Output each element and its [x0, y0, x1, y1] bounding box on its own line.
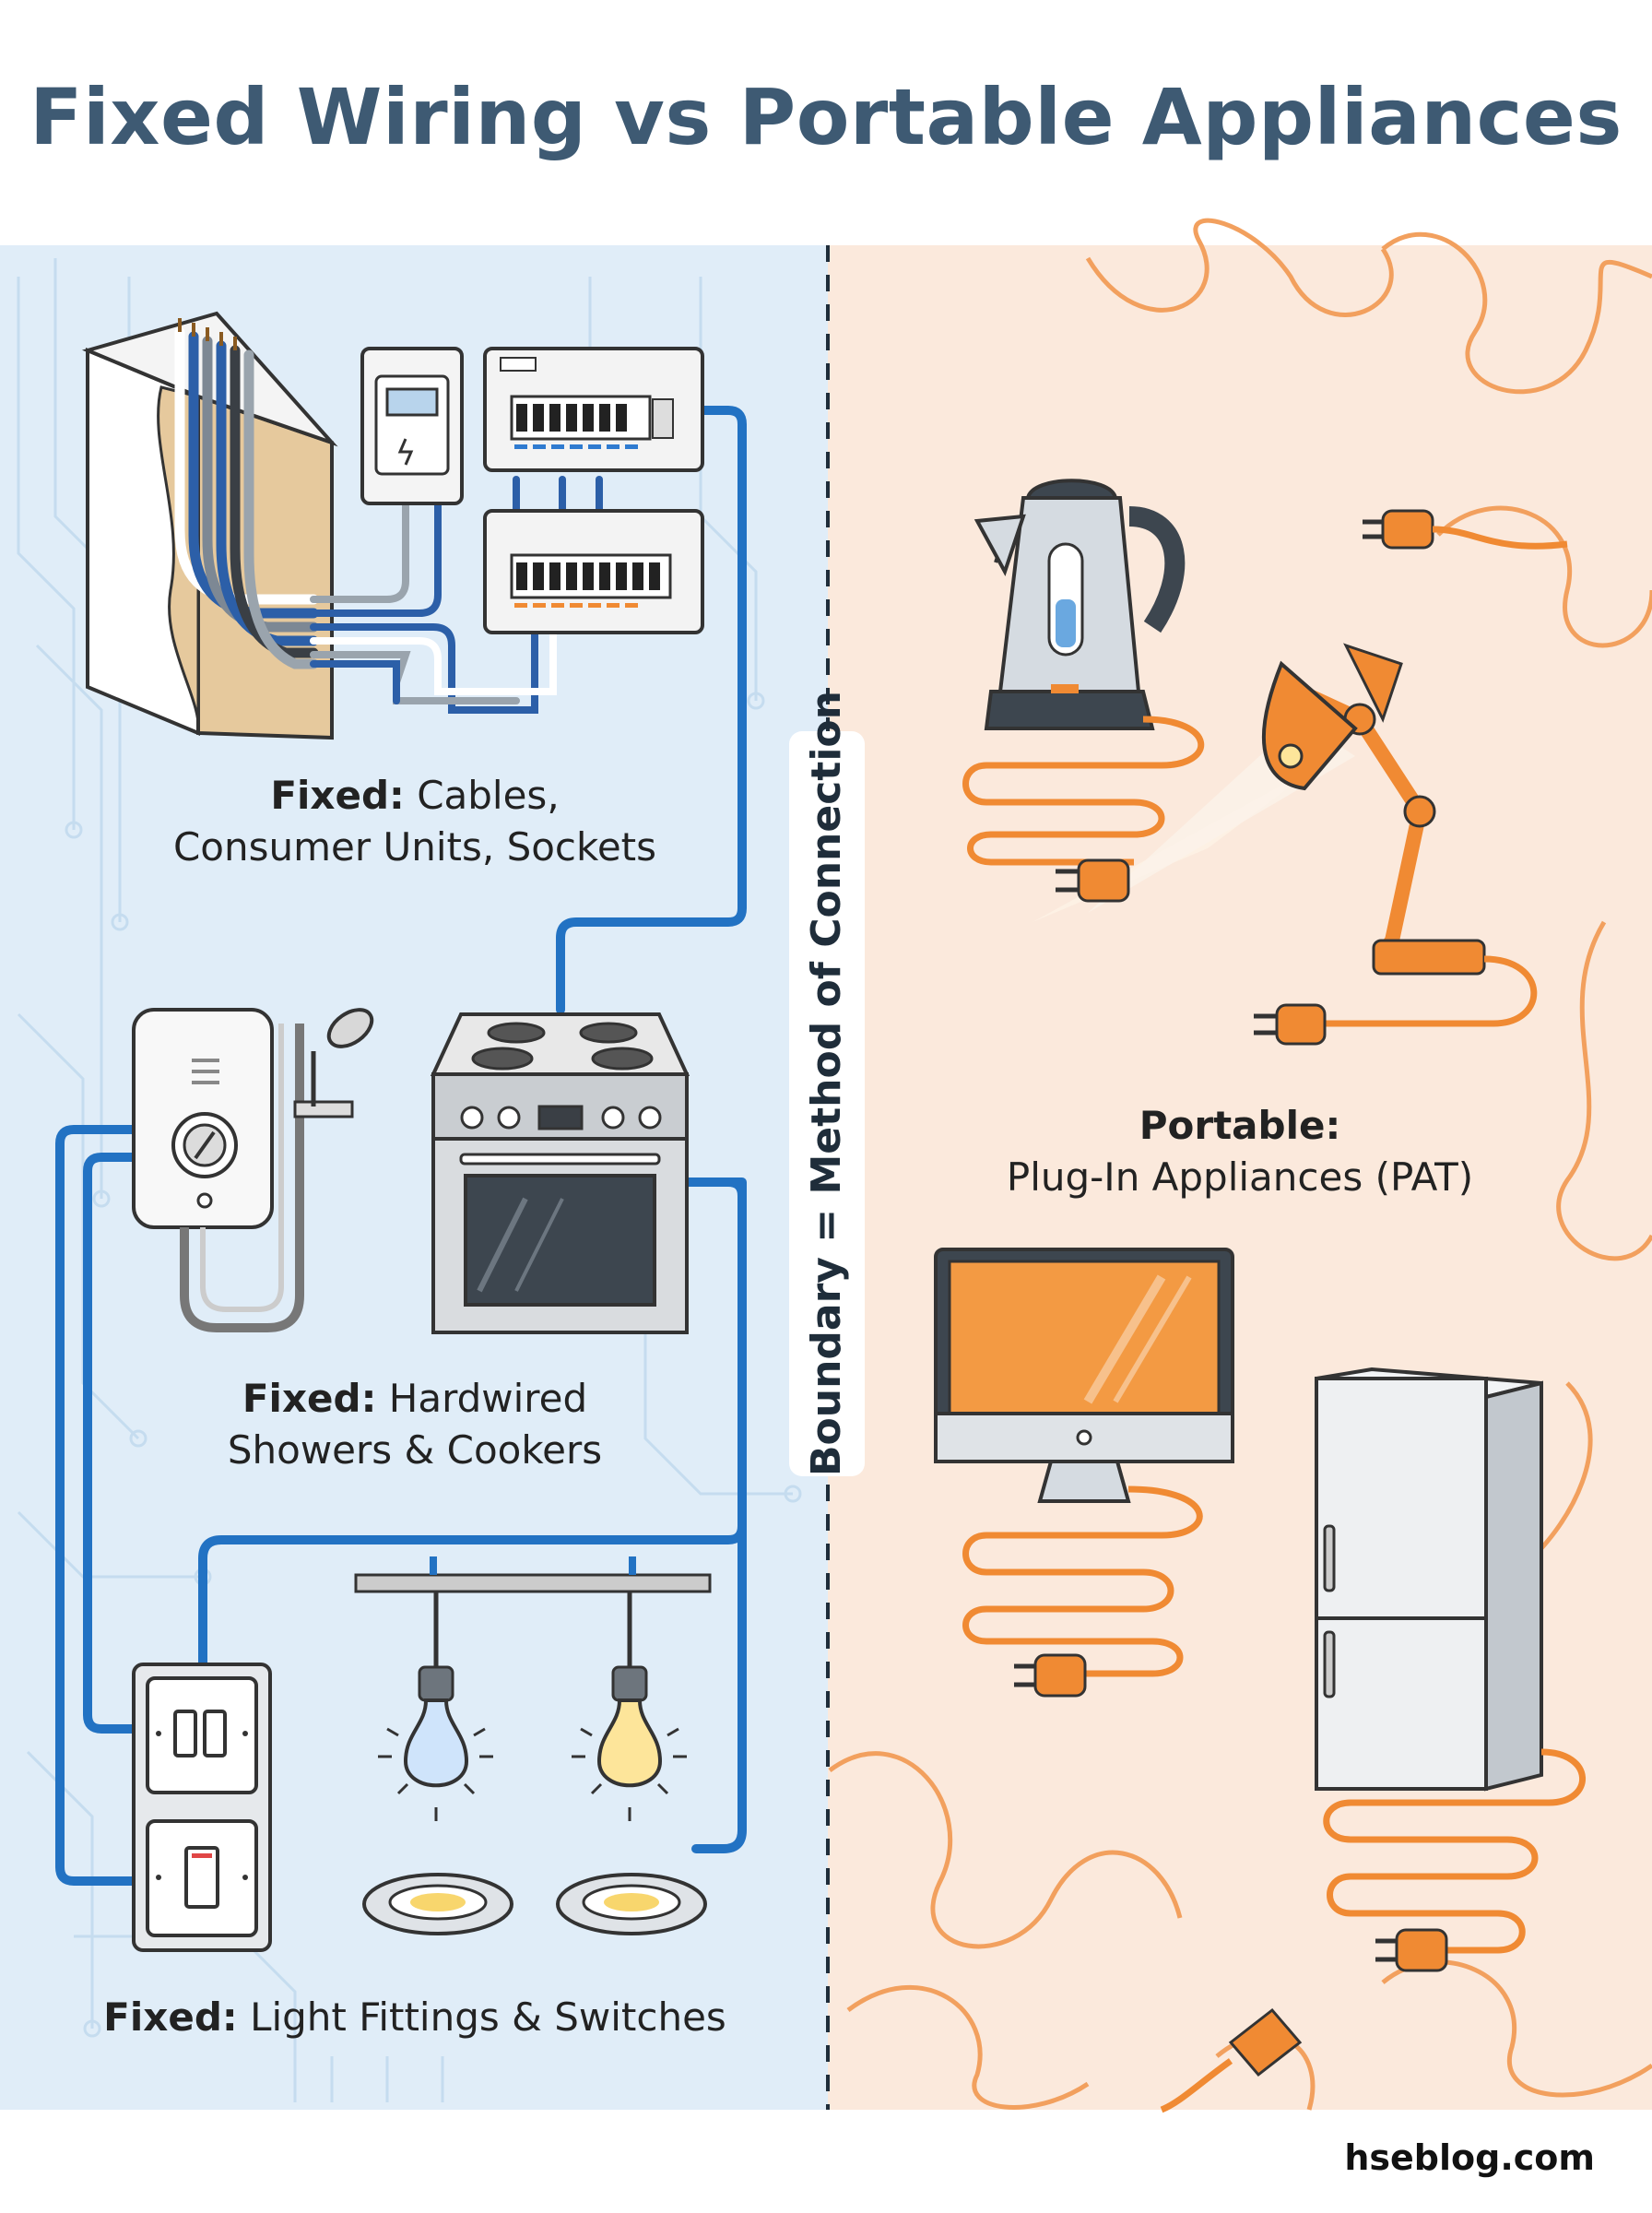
caption-fixed-hardwired: Fixed: Hardwired Showers & Cookers	[138, 1373, 691, 1476]
kettle-cord	[962, 716, 1205, 866]
meter-icon	[360, 347, 464, 505]
caption-fixed-hardwired-line1: Hardwired	[388, 1376, 588, 1421]
light-bulb-icon	[354, 1556, 712, 1821]
kettle-icon	[974, 479, 1186, 730]
caption-fixed-lights: Fixed: Light Fittings & Switches	[55, 1992, 774, 2043]
caption-fixed-lights-line1: Light Fittings & Switches	[250, 1994, 726, 2040]
caption-fixed-hardwired-bold: Fixed:	[242, 1376, 377, 1421]
fridge-cord	[1323, 1748, 1586, 1954]
monitor-icon	[934, 1248, 1234, 1503]
caption-fixed-lights-bold: Fixed:	[103, 1994, 238, 2040]
caption-portable-bold: Portable:	[1139, 1103, 1341, 1148]
caption-fixed-hardwired-line2: Showers & Cookers	[227, 1427, 603, 1473]
caption-fixed-cables: Fixed: Cables, Consumer Units, Sockets	[138, 770, 691, 873]
meter-feed-cables	[310, 476, 603, 714]
plug-leads	[1160, 526, 1568, 2113]
consumer-unit-icon	[483, 347, 704, 634]
caption-fixed-cables-bold: Fixed:	[270, 773, 405, 818]
cooker-icon	[430, 1012, 690, 1334]
shower-icon	[132, 1008, 374, 1332]
fridge-icon	[1315, 1367, 1543, 1792]
site-credit: hseblog.com	[1344, 2137, 1595, 2178]
caption-fixed-cables-line2: Consumer Units, Sockets	[172, 824, 657, 870]
caption-portable: Portable: Plug-In Appliances (PAT)	[959, 1100, 1521, 1203]
caption-fixed-cables-line1: Cables,	[417, 773, 560, 818]
portable-appliances-panel	[828, 245, 1652, 2110]
page-title: Fixed Wiring vs Portable Appliances	[30, 72, 1622, 162]
fixed-cable-network	[55, 406, 747, 1886]
plug-icon	[1014, 509, 1448, 2077]
caption-portable-line1: Plug-In Appliances (PAT)	[1006, 1154, 1474, 1200]
downlight-icon	[362, 1873, 707, 1935]
light-switch-icon	[132, 1663, 272, 1952]
boundary-label: Boundary = Method of Connection	[803, 691, 850, 1476]
monitor-cord	[962, 1485, 1203, 1677]
boundary-label-box	[789, 731, 865, 1476]
wall-cable-icon	[81, 311, 338, 740]
